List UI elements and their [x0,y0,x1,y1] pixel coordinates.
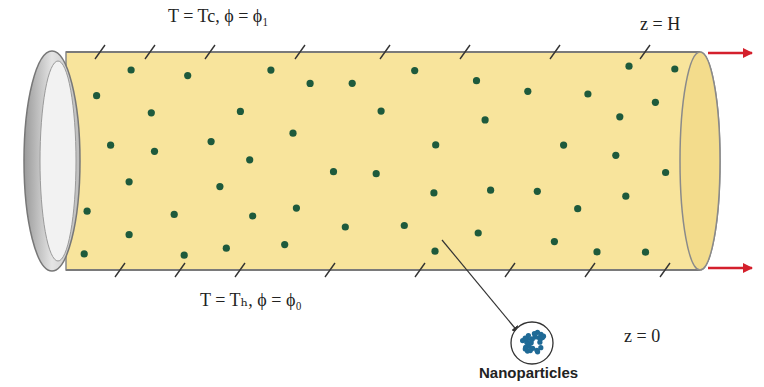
nanoparticle [128,66,135,73]
wall-mark [585,263,595,277]
wall-mark [660,263,670,277]
nanoparticle [411,67,418,74]
nanoparticle [431,248,438,255]
inset-particle [534,348,539,353]
nanoparticle [148,109,155,116]
nanoparticle [551,238,558,245]
nanoparticle [84,208,91,215]
nanoparticle [622,193,629,200]
wall-mark [460,45,470,59]
flow-arrow [708,52,752,55]
wall-mark [640,45,650,59]
tube-body [66,52,720,270]
wall-mark [505,263,515,277]
inset-particle [537,340,542,345]
nanoparticle [223,245,230,252]
nanoparticle [208,138,215,145]
nanoparticle [151,148,158,155]
nanoparticle [184,72,191,79]
nanoparticle [487,187,494,194]
inset-particle [530,336,535,341]
nanoparticle [574,205,581,212]
wall-mark [415,263,425,277]
nanoparticle [671,65,678,72]
nanoparticle [216,183,223,190]
boundary-condition: T = Tc, ϕ = ϕ₁ [168,6,269,28]
nanoparticle [246,156,253,163]
nanoparticle [652,99,659,106]
nanoparticle [662,169,669,176]
inset-circle [511,322,553,364]
position-label: z = H [640,14,680,36]
nanoparticle [342,223,349,230]
nanoparticle [593,248,600,255]
nanoparticle [181,252,188,259]
right-end [680,52,720,270]
nanoparticle [616,113,623,120]
nanoparticle [482,116,489,123]
nanoparticle [473,77,480,84]
flow-arrow [708,267,752,270]
boundary-condition: T = Tₕ, ϕ = ϕ₀ [200,290,302,312]
nanoparticle [560,142,567,149]
wall-mark [235,263,245,277]
nanoparticle [475,229,482,236]
nanoparticle [171,211,178,218]
top-wall [66,51,700,53]
nanoparticle [373,170,380,177]
wall-mark [205,45,215,59]
nanoparticle [534,188,541,195]
inset-particle [528,348,533,353]
wall-mark [550,45,560,59]
wall-mark [380,45,390,59]
nanoparticle [237,108,244,115]
inset-label: Nanoparticles [479,364,578,382]
nanoparticle [93,92,100,99]
nanoparticle-dots [81,63,679,259]
leader-line [442,240,519,333]
nanoparticle [612,152,619,159]
nanoparticle [430,189,437,196]
nanoparticle [349,80,356,87]
inset-particle [523,335,528,340]
inset-particle [532,331,537,336]
nanoparticle [524,88,531,95]
bottom-wall [66,269,700,271]
nanoparticle [281,241,288,248]
wall-mark [295,45,305,59]
nanoparticle [289,130,296,137]
nanoparticle [378,108,385,115]
inset-particles [520,330,546,355]
wall-mark [325,263,335,277]
wall-mark [145,45,155,59]
left-cap [24,51,80,271]
nanoparticle [293,205,300,212]
inset-particle [541,334,546,339]
nanoparticle [267,67,274,74]
nanoparticle [584,90,591,97]
nanoparticle [126,178,133,185]
nanoparticle [126,231,133,238]
wall-mark [175,263,185,277]
wall-marks [95,45,670,277]
wall-mark [115,263,125,277]
nanoparticle [330,168,337,175]
nanoparticle [307,80,314,87]
position-label: z = 0 [624,326,660,348]
nanoparticle [107,142,114,149]
nanoparticle [625,63,632,70]
nanoparticle [401,222,408,229]
nanoparticle [81,250,88,257]
nanoparticle [432,141,439,148]
nanoparticle [642,249,649,256]
nanoparticle [249,212,256,219]
left-cap-inner [40,61,76,261]
wall-mark [95,45,105,59]
